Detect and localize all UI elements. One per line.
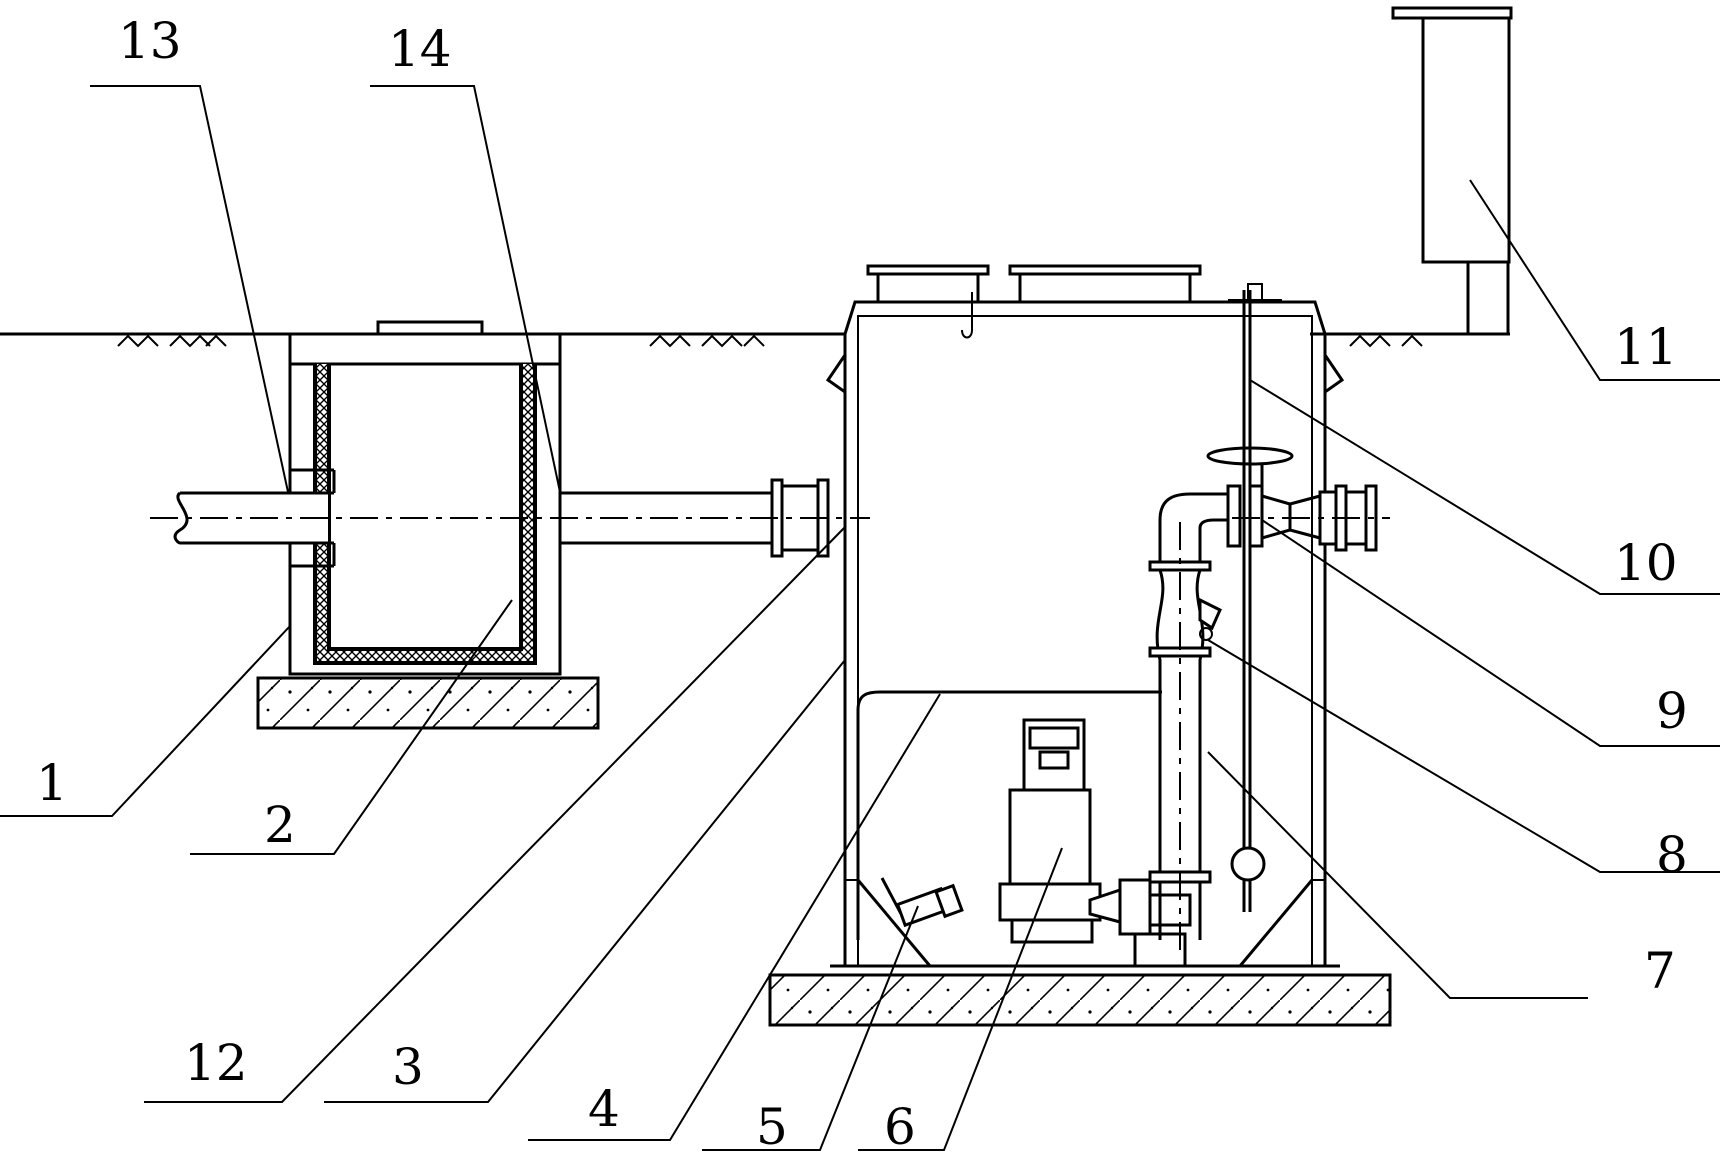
guide-rail: [856, 690, 1162, 940]
submersible-pump: [998, 718, 1192, 968]
discharge-pipe: [1148, 492, 1232, 950]
label-11: 11: [1614, 318, 1678, 376]
check-valve: [1198, 597, 1222, 641]
label-12: 12: [184, 1034, 248, 1092]
control-box: [1391, 6, 1513, 336]
label-1: 1: [36, 754, 68, 812]
label-10: 10: [1614, 534, 1678, 592]
label-4: 4: [588, 1080, 620, 1138]
leader-lines: [0, 85, 1720, 1151]
inlet-well: [256, 320, 600, 730]
label-6: 6: [884, 1098, 916, 1156]
float-switch: [1230, 290, 1266, 912]
label-7: 7: [1644, 942, 1676, 1000]
label-9: 9: [1656, 682, 1688, 740]
label-13: 13: [118, 12, 182, 70]
callout-labels: 13 14 11 10 9 8 7 1 2 12 3 4 5 6: [36, 12, 1688, 1156]
label-8: 8: [1656, 826, 1688, 884]
label-5: 5: [756, 1098, 788, 1156]
inlet-pipe: [150, 468, 870, 568]
gate-valve: [1206, 446, 1390, 552]
label-3: 3: [392, 1038, 424, 1096]
ground-line: [0, 332, 1466, 348]
flush-valve: [880, 877, 964, 928]
label-2: 2: [264, 796, 296, 854]
label-14: 14: [388, 20, 452, 78]
